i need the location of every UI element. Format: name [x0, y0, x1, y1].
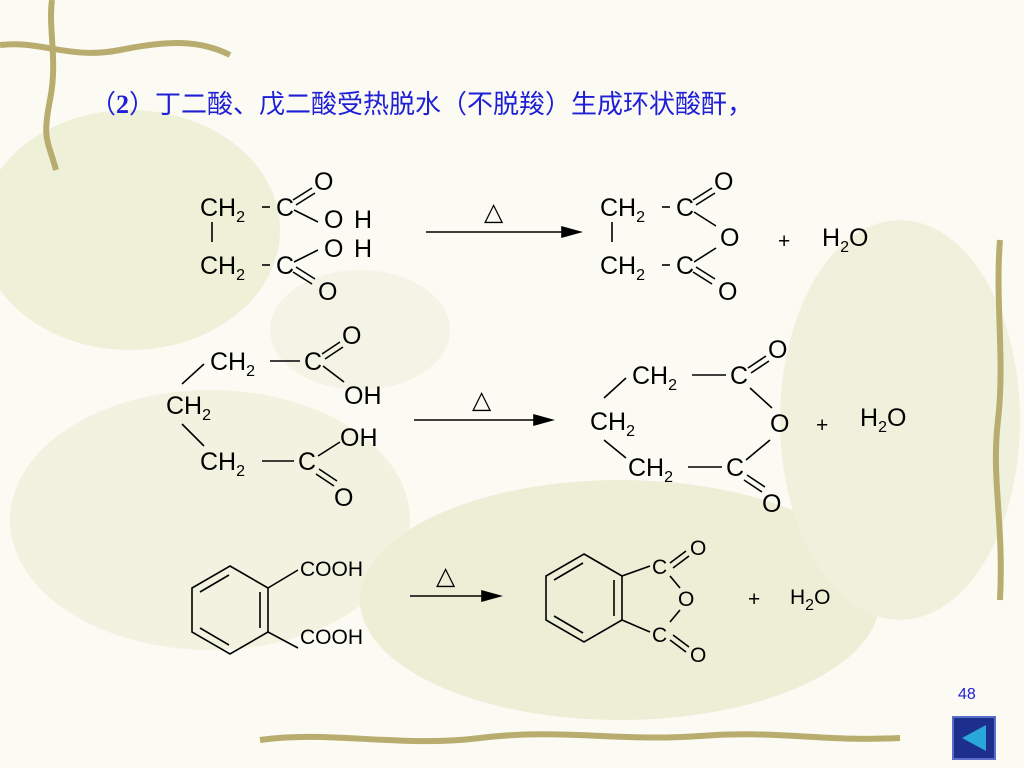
svg-text:C: C	[304, 348, 322, 376]
svg-text:O: O	[324, 235, 343, 263]
svg-text:C: C	[676, 194, 694, 222]
svg-text:CH2: CH2	[600, 194, 645, 226]
svg-text:O: O	[690, 644, 706, 667]
succinic-anhydride-structure: CH2 C O O CH2 C O	[600, 168, 739, 306]
svg-text:COOH: COOH	[300, 626, 363, 649]
svg-text:H: H	[354, 206, 372, 234]
glutaric-acid-structure: CH2 C O OH CH2 CH2 C OH O	[166, 322, 382, 512]
svg-text:OH: OH	[340, 424, 378, 452]
svg-text:O: O	[720, 224, 739, 252]
svg-text:△: △	[484, 198, 504, 226]
phthalic-anhydride-structure: C O O C O	[545, 537, 706, 667]
slide-title: （2）丁二酸、戊二酸受热脱水（不脱羧）生成环状酸酐，	[90, 90, 754, 119]
svg-text:O: O	[314, 168, 333, 196]
succinic-acid-structure: CH2 C O O H CH2 C O H O	[200, 168, 372, 306]
svg-text:△: △	[436, 562, 456, 590]
svg-text:O: O	[762, 490, 781, 518]
back-nav-button[interactable]	[952, 716, 996, 760]
svg-text:C: C	[730, 362, 748, 390]
reaction-arrow-3: △	[410, 562, 503, 603]
reaction-arrow-2: △	[414, 386, 555, 427]
svg-text:C: C	[652, 624, 667, 647]
svg-text:O: O	[718, 278, 737, 306]
svg-text:C: C	[276, 252, 294, 280]
svg-text:O: O	[678, 588, 694, 611]
svg-text:COOH: COOH	[300, 558, 363, 581]
svg-text:C: C	[276, 194, 294, 222]
svg-text:O: O	[714, 168, 733, 196]
page-number: 48	[958, 686, 976, 703]
svg-text:CH2: CH2	[166, 392, 211, 424]
phthalic-acid-structure: COOH COOH	[191, 558, 363, 655]
svg-text:O: O	[768, 336, 787, 364]
svg-text:C: C	[298, 448, 316, 476]
svg-text:CH2: CH2	[200, 448, 245, 480]
svg-text:O: O	[342, 322, 361, 350]
svg-text:OH: OH	[344, 382, 382, 410]
svg-text:O: O	[334, 484, 353, 512]
svg-text:+: +	[816, 414, 828, 437]
svg-text:CH2: CH2	[628, 454, 673, 486]
svg-text:C: C	[652, 556, 667, 579]
svg-text:O: O	[318, 278, 337, 306]
glutaric-anhydride-structure: CH2 C O O CH2 CH2 C O	[590, 336, 789, 518]
reaction-arrow-1: △	[426, 198, 583, 239]
svg-text:O: O	[324, 206, 343, 234]
svg-text:C: C	[676, 252, 694, 280]
svg-text:CH2: CH2	[210, 348, 255, 380]
svg-text:C: C	[726, 454, 744, 482]
svg-text:+: +	[778, 230, 790, 253]
svg-text:△: △	[472, 386, 492, 414]
svg-text:CH2: CH2	[200, 252, 245, 284]
svg-text:CH2: CH2	[200, 194, 245, 226]
svg-text:O: O	[770, 410, 789, 438]
svg-text:H2O: H2O	[790, 586, 830, 614]
svg-text:CH2: CH2	[600, 252, 645, 284]
svg-text:CH2: CH2	[632, 362, 677, 394]
svg-text:H2O: H2O	[860, 404, 906, 436]
svg-text:CH2: CH2	[590, 408, 635, 440]
svg-text:H2O: H2O	[822, 224, 868, 256]
svg-text:H: H	[354, 235, 372, 263]
back-arrow-icon	[962, 725, 986, 751]
svg-text:+: +	[748, 588, 760, 611]
svg-text:O: O	[690, 537, 706, 560]
